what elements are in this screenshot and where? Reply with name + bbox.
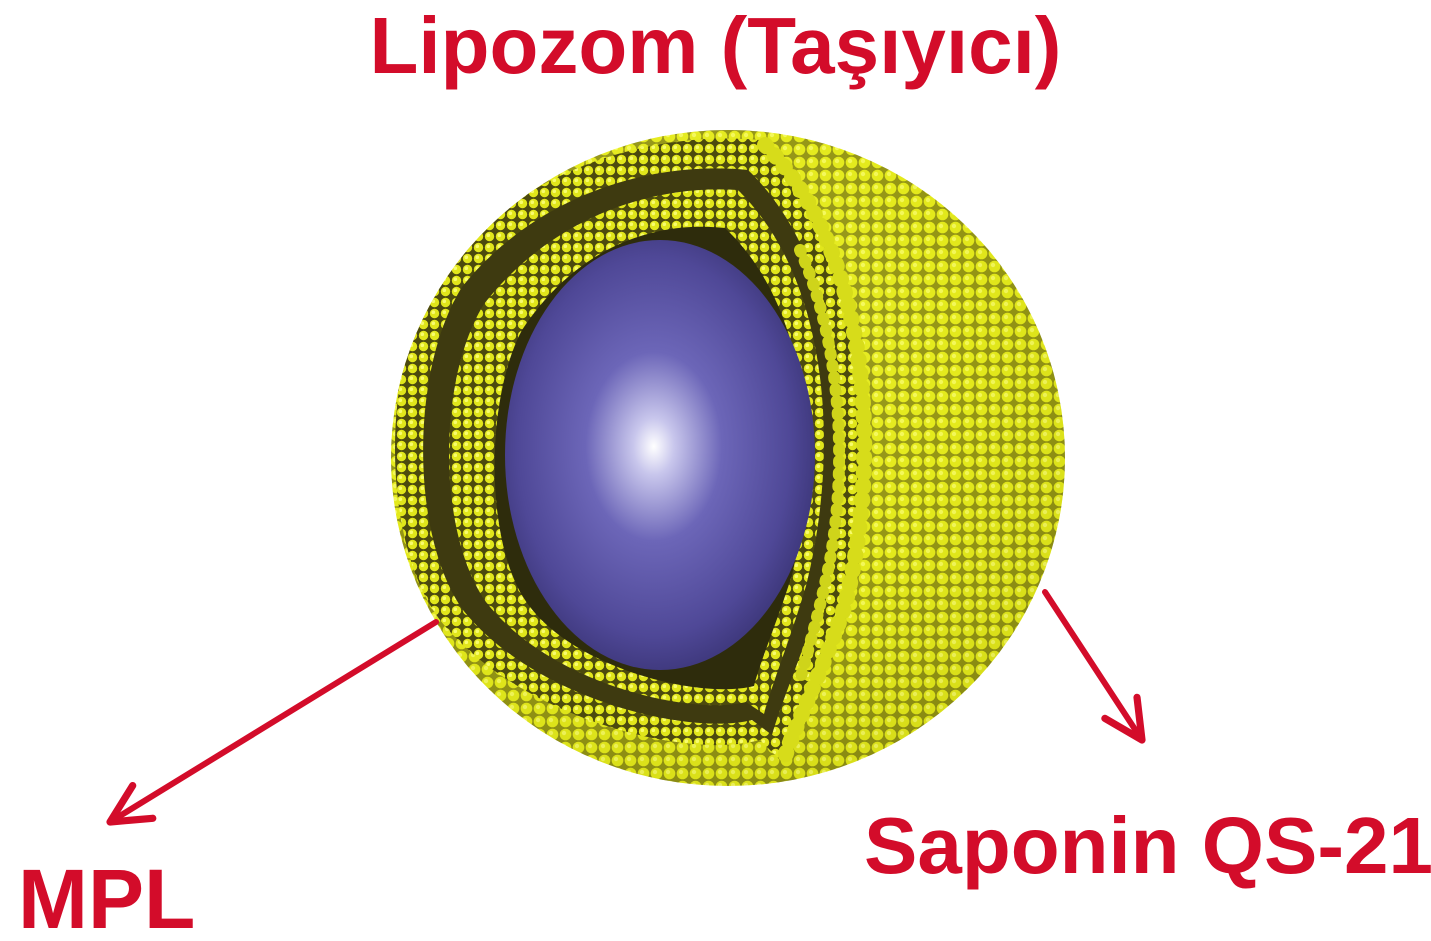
aqueous-core: [505, 240, 815, 670]
mpl-arrow: [110, 622, 436, 822]
liposome-sphere: [391, 130, 1065, 786]
diagram-title: Lipozom (Taşıyıcı): [0, 6, 1431, 86]
saponin-label: Saponin QS-21: [864, 806, 1431, 886]
mpl-label: MPL: [18, 857, 195, 941]
saponin-arrow: [1045, 592, 1142, 740]
cutaway-section: [395, 139, 859, 760]
